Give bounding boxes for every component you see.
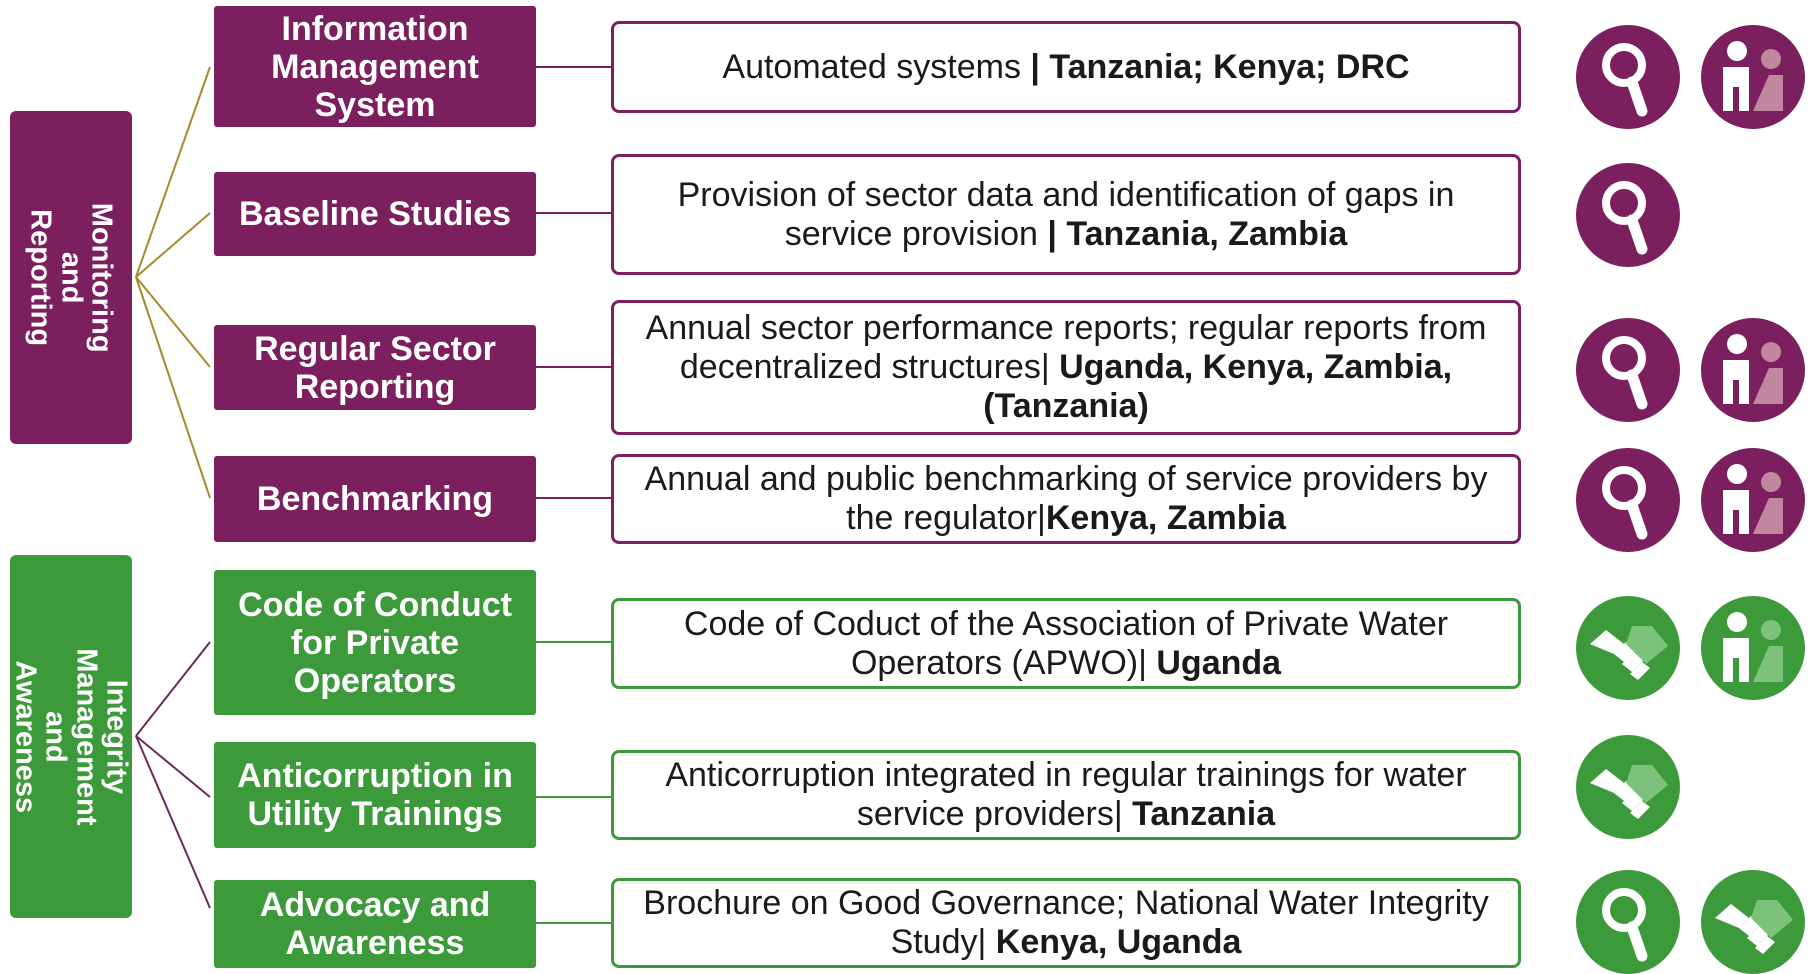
description-countries: Kenya, Uganda bbox=[995, 923, 1242, 961]
handshake-icon bbox=[1576, 735, 1680, 839]
description-text: Annual and public benchmarking of servic… bbox=[644, 460, 1488, 537]
description-text: Anticorruption integrated in regular tra… bbox=[665, 756, 1467, 833]
branch-line bbox=[135, 276, 211, 499]
branch-line bbox=[135, 66, 211, 278]
topic-box: Benchmarking bbox=[214, 456, 536, 542]
category-label: Monitoring and Reporting bbox=[24, 202, 118, 353]
description-countries: Uganda bbox=[1156, 643, 1282, 682]
branch-line bbox=[135, 276, 211, 368]
handshake-icon bbox=[1701, 870, 1805, 974]
category-integrity-awareness: Integrity Management and Awareness bbox=[9, 555, 133, 918]
handshake-icon bbox=[1576, 596, 1680, 700]
topic-box: Information Management System bbox=[214, 6, 536, 127]
category-monitoring-reporting: Monitoring and Reporting bbox=[10, 111, 132, 444]
description-countries: | Tanzania, Zambia bbox=[1047, 214, 1348, 253]
magnifier-icon bbox=[1576, 448, 1680, 552]
people-icon bbox=[1701, 448, 1805, 552]
category-label: Integrity Management and Awareness bbox=[9, 647, 133, 826]
description-box: Annual and public benchmarking of servic… bbox=[611, 454, 1521, 544]
description-countries: | Tanzania; Kenya; DRC bbox=[1030, 47, 1410, 86]
topic-box: Baseline Studies bbox=[214, 172, 536, 256]
description-box: Brochure on Good Governance; National Wa… bbox=[611, 878, 1521, 968]
description-box: Annual sector performance reports; regul… bbox=[611, 300, 1521, 435]
topic-box: Code of Conduct for Private Operators bbox=[214, 570, 536, 715]
branch-line bbox=[135, 641, 211, 737]
description-box: Anticorruption integrated in regular tra… bbox=[611, 750, 1521, 840]
magnifier-icon bbox=[1576, 318, 1680, 422]
branch-line bbox=[135, 212, 211, 278]
description-text: Code of Coduct of the Association of Pri… bbox=[683, 604, 1449, 682]
description-box: Provision of sector data and identificat… bbox=[611, 154, 1521, 275]
description-countries: Kenya, Zambia bbox=[1045, 499, 1286, 537]
branch-line bbox=[135, 735, 211, 798]
people-icon bbox=[1701, 318, 1805, 422]
magnifier-icon bbox=[1576, 163, 1680, 267]
topic-box: Regular Sector Reporting bbox=[214, 325, 536, 410]
description-countries: Tanzania bbox=[1132, 795, 1276, 833]
description-text: Brochure on Good Governance; National Wa… bbox=[643, 884, 1489, 961]
description-countries: Uganda, Kenya, Zambia, (Tanzania) bbox=[983, 348, 1453, 425]
description-box: Code of Coduct of the Association of Pri… bbox=[611, 598, 1521, 689]
people-icon bbox=[1701, 25, 1805, 129]
people-icon bbox=[1701, 596, 1805, 700]
description-box: Automated systems | Tanzania; Kenya; DRC bbox=[611, 21, 1521, 113]
magnifier-icon bbox=[1576, 870, 1680, 974]
description-text: Annual sector performance reports; regul… bbox=[645, 309, 1487, 386]
magnifier-icon bbox=[1576, 25, 1680, 129]
description-text: Automated systems bbox=[722, 47, 1031, 86]
branch-line bbox=[135, 735, 211, 909]
description-text: Provision of sector data and identificat… bbox=[677, 175, 1455, 253]
topic-box: Anticorruption in Utility Trainings bbox=[214, 742, 536, 848]
topic-box: Advocacy and Awareness bbox=[214, 880, 536, 968]
